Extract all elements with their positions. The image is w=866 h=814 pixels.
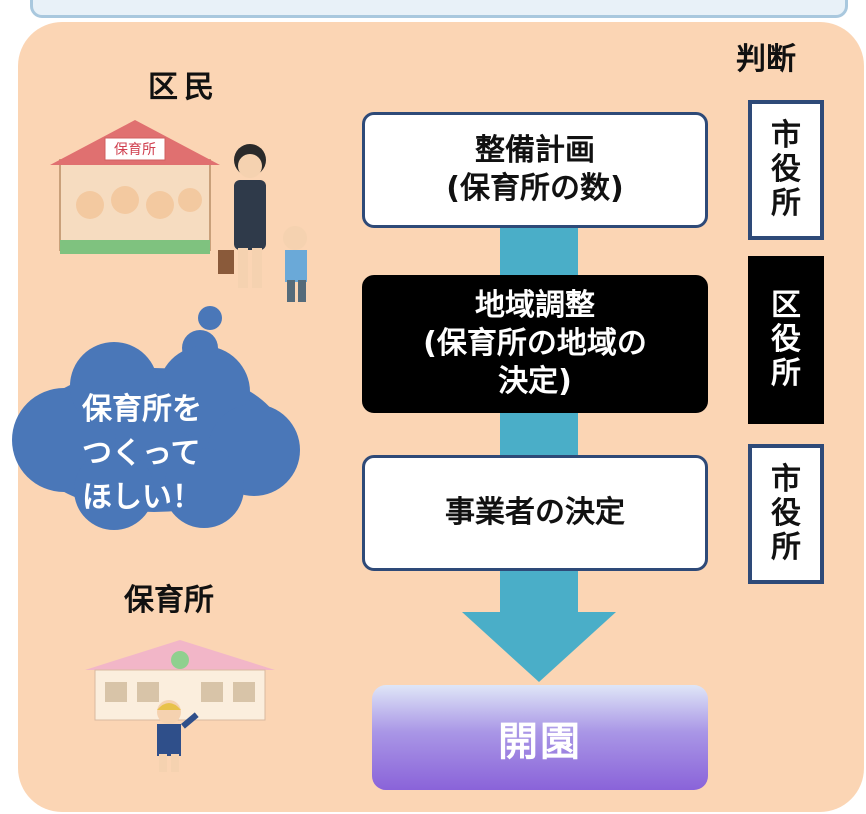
- nursery-with-parents-illustration: 保育所: [50, 120, 307, 302]
- child-figure-icon: [283, 226, 307, 302]
- nursery-sign-text: 保育所: [114, 142, 156, 158]
- opening-label: 開園: [498, 718, 582, 765]
- resident-label: 区民: [148, 70, 220, 105]
- mother-figure-icon: [218, 144, 266, 288]
- top-banner: [30, 0, 848, 18]
- child-waving-icon: [157, 700, 199, 772]
- step-plan-subtitle: (保育所の数): [446, 171, 624, 206]
- step-regional-line2: (保育所の地域の: [423, 326, 647, 361]
- tag-city-office-1: 市 役 所: [748, 100, 824, 240]
- tag-ward-office: 区 役 所: [748, 256, 824, 424]
- nursery-label: 保育所: [124, 583, 214, 618]
- judgment-label: 判断: [736, 42, 796, 77]
- step-regional-title: 地域調整: [475, 288, 595, 323]
- speech-line: ほしい！: [82, 480, 202, 515]
- small-nursery-building-icon: 保育所: [50, 120, 220, 254]
- step-plan-title: 整備計画: [475, 133, 595, 168]
- speech-bubble-text: 保育所を つくって ほしい！: [82, 388, 272, 520]
- step-regional-line3: 決定): [498, 364, 572, 399]
- opening-box: 開園: [372, 685, 708, 790]
- step-regional-box: 地域調整 (保育所の地域の 決定): [362, 275, 708, 413]
- nursery-building-illustration: [85, 640, 275, 772]
- step-operator-box: 事業者の決定: [362, 455, 708, 571]
- speech-bubble-cloud: [12, 306, 300, 530]
- speech-line: つくって: [82, 436, 201, 471]
- step-operator-title: 事業者の決定: [445, 495, 625, 530]
- speech-line: 保育所を: [82, 392, 202, 427]
- tag-city-office-2: 市 役 所: [748, 444, 824, 584]
- step-plan-box: 整備計画 (保育所の数): [362, 112, 708, 228]
